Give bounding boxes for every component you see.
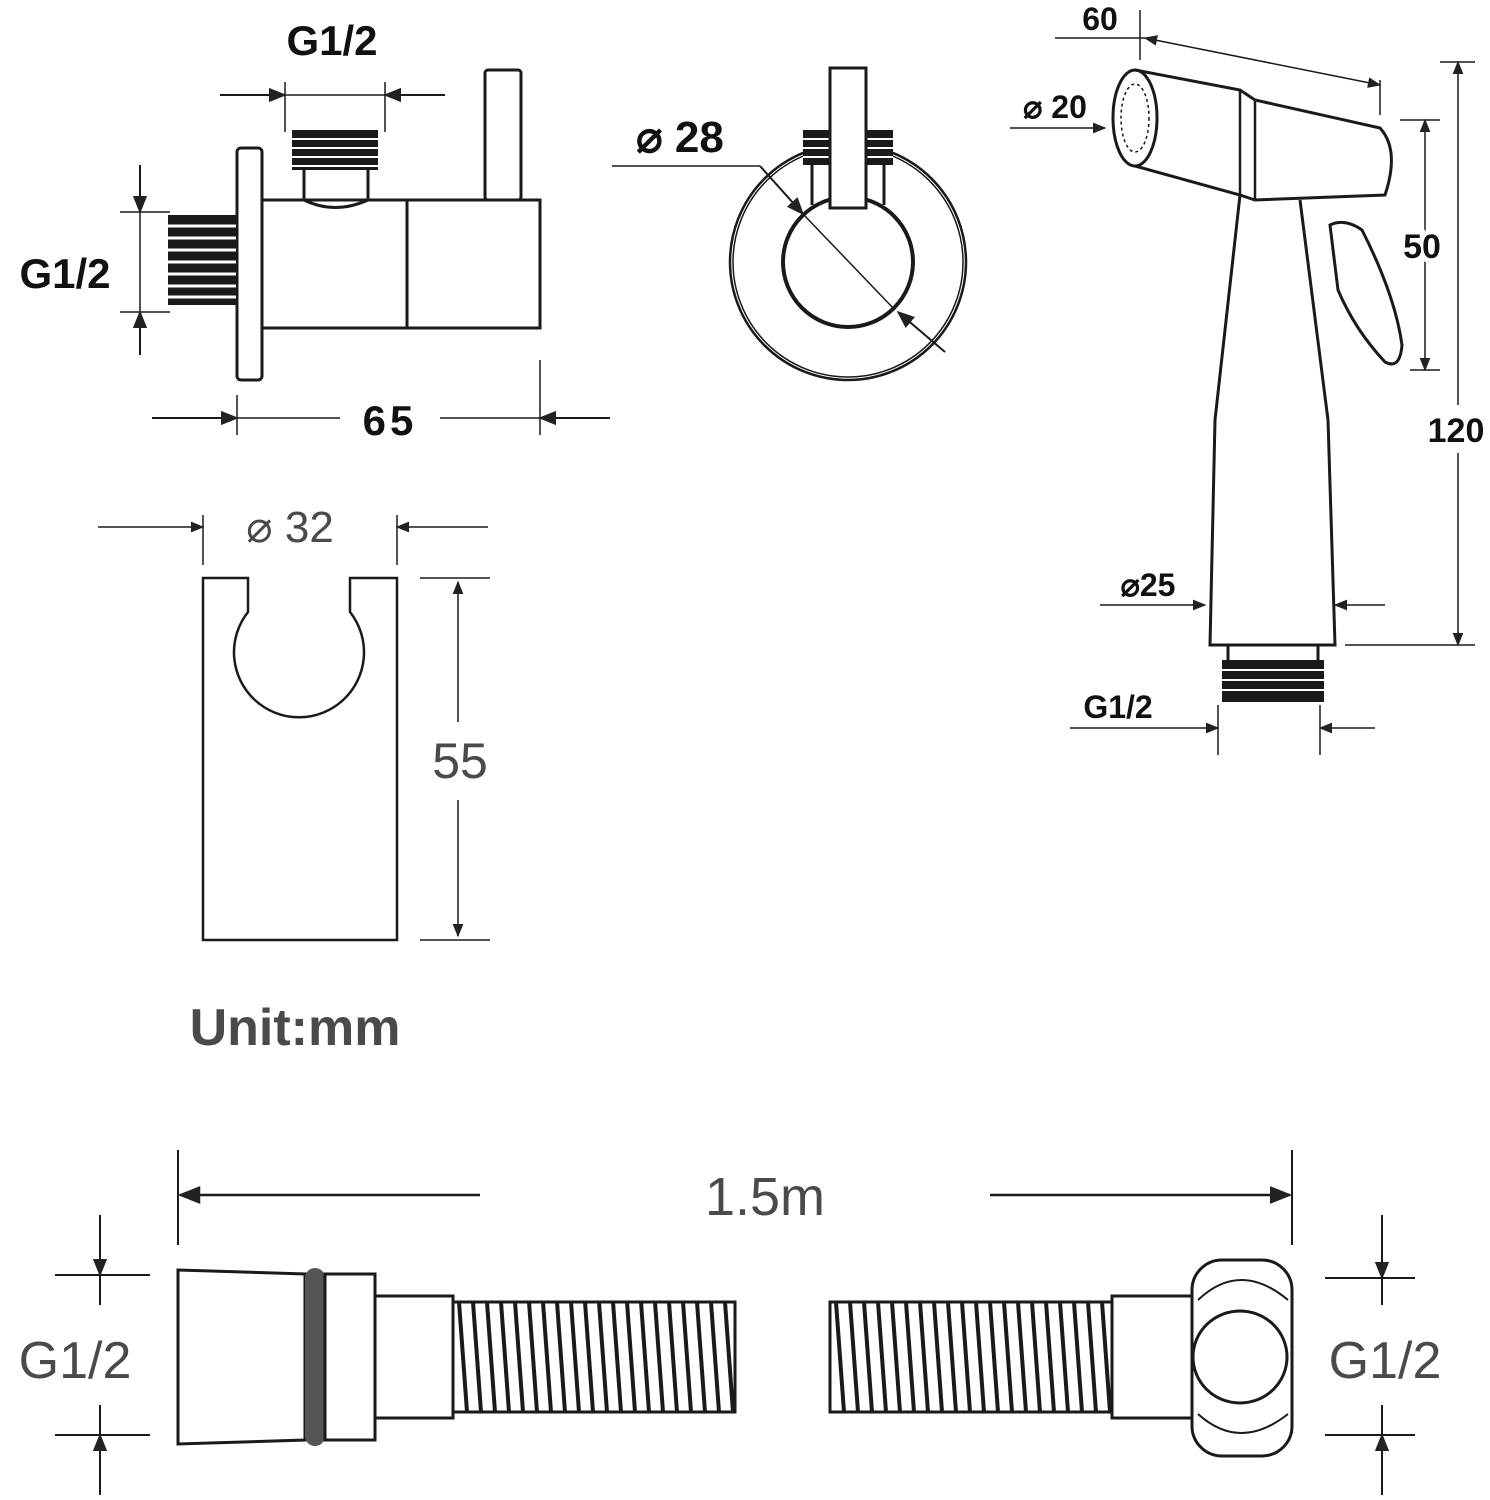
end-view-diameter-label: ⌀ 28: [636, 113, 724, 162]
unit-label: Unit:mm: [190, 999, 401, 1057]
sprayer-height-label: 120: [1428, 412, 1485, 450]
hose-length-label: 1.5m: [705, 1167, 825, 1227]
angle-valve-side-view: G1/2: [19, 17, 610, 444]
sprayer-trigger-label-text: 50: [1403, 228, 1441, 266]
valve-length-label: 65: [363, 397, 418, 444]
hose-left-segment: [451, 1300, 737, 1414]
hose-right-segment: [828, 1300, 1114, 1414]
sprayer-drawing: 60 ⌀ 20 50 50 120: [1010, 1, 1490, 755]
hose-right-thread-label: G1/2: [1329, 1332, 1442, 1390]
holder-diameter-label: ⌀ 32: [246, 503, 334, 552]
valve-left-thread-label: G1/2: [19, 250, 110, 297]
angle-valve-end-view: ⌀ 28: [612, 66, 968, 382]
sprayer-trigger-label: 50: [1403, 228, 1441, 266]
sprayer-nozzle-diameter-label: ⌀ 20: [1023, 89, 1087, 125]
holder-drawing: ⌀ 32 55: [98, 503, 490, 942]
holder-height-label: 55: [432, 733, 488, 789]
hose-left-thread-label: G1/2: [19, 1332, 132, 1390]
sprayer-thread-label: G1/2: [1083, 689, 1152, 725]
sprayer-base-diameter-label: ⌀25: [1121, 567, 1176, 603]
hose-drawing: 1.5m G1/2 G1/2: [19, 1150, 1442, 1495]
valve-top-thread-label: G1/2: [286, 17, 377, 64]
sprayer-length-label: 60: [1082, 1, 1118, 37]
